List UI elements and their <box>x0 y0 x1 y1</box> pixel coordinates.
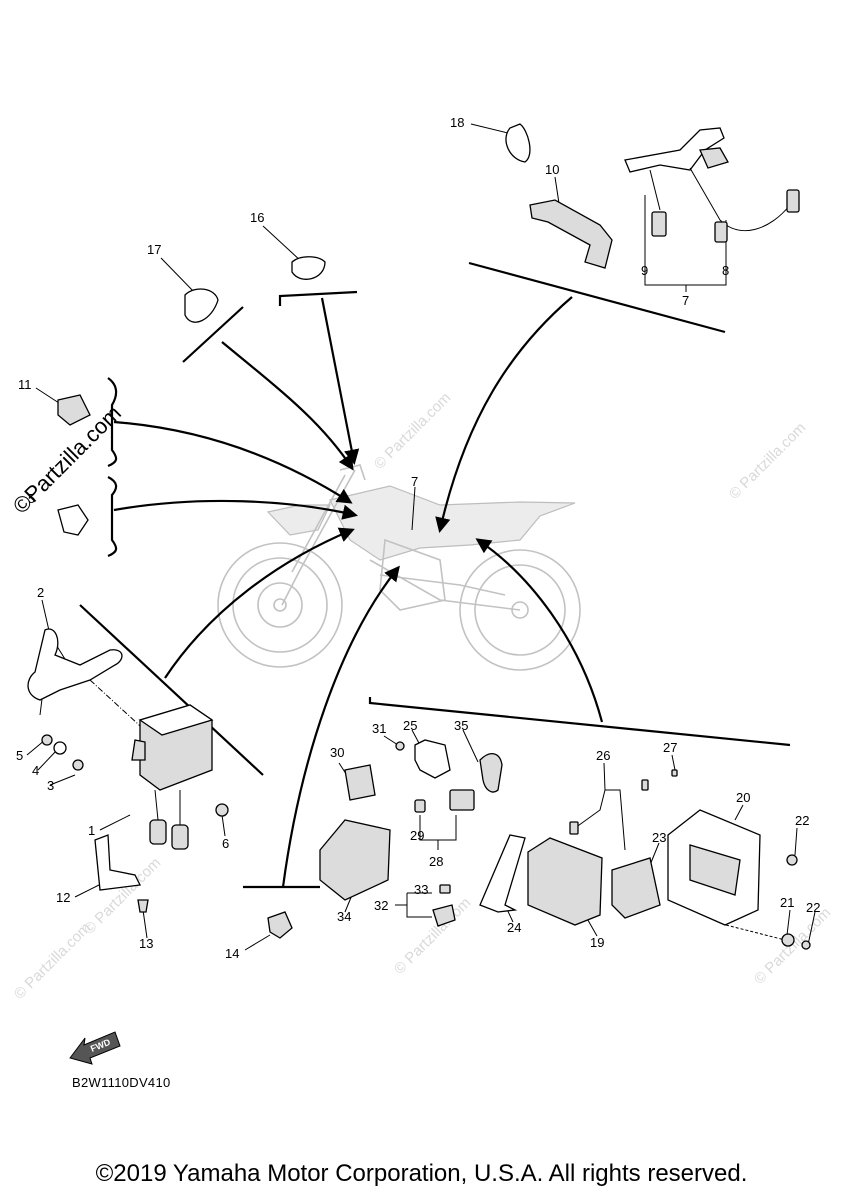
callout-label: 34 <box>337 909 351 924</box>
callout-label: 29 <box>410 828 424 843</box>
callout-label: 17 <box>147 242 161 257</box>
callout-label: 8 <box>722 263 729 278</box>
callout-label: 5 <box>28 491 35 506</box>
callout-label: 24 <box>507 920 521 935</box>
callout-label: 2 <box>37 585 44 600</box>
callout-labels: 1 2 3 4 5 5 6 7 7 8 9 10 11 12 13 14 16 … <box>16 115 820 961</box>
watermark-tile: © Partzilla.com <box>11 919 94 1002</box>
callout-label: 4 <box>32 763 39 778</box>
part-sketches <box>27 123 811 950</box>
watermark-tile: © Partzilla.com <box>81 854 164 937</box>
watermark-tile: © Partzilla.com <box>726 419 809 502</box>
motorcycle-illustration <box>217 464 581 671</box>
callout-label: 33 <box>414 882 428 897</box>
callout-label: 21 <box>780 895 794 910</box>
callout-label: 14 <box>225 946 239 961</box>
callout-label: 23 <box>652 830 666 845</box>
callout-label: 6 <box>222 836 229 851</box>
watermark-tile: © Partzilla.com <box>391 894 474 977</box>
callout-label: 25 <box>403 718 417 733</box>
callout-label: 5 <box>16 748 23 763</box>
callout-label: 16 <box>250 210 264 225</box>
callout-label: 20 <box>736 790 750 805</box>
callout-label: 35 <box>454 718 468 733</box>
callout-label: 13 <box>139 936 153 951</box>
watermark-tile: © Partzilla.com <box>751 904 834 987</box>
callout-label: 12 <box>56 890 70 905</box>
callout-label: 11 <box>18 377 32 392</box>
copyright-notice: ©2019 Yamaha Motor Corporation, U.S.A. A… <box>95 1160 748 1187</box>
callout-label: 30 <box>330 745 344 760</box>
callout-label: 3 <box>47 778 54 793</box>
callout-label: 27 <box>663 740 677 755</box>
callout-label: 7 <box>411 474 418 489</box>
callout-label: 22 <box>795 813 809 828</box>
callout-label: 32 <box>374 898 388 913</box>
callout-label: 26 <box>596 748 610 763</box>
callout-label: 9 <box>641 263 648 278</box>
callout-label: 7 <box>682 293 689 308</box>
callout-label: 28 <box>429 854 443 869</box>
callout-label: 10 <box>545 162 559 177</box>
callout-label: 19 <box>590 935 604 950</box>
callout-label: 22 <box>806 900 820 915</box>
callout-label: 18 <box>450 115 464 130</box>
diagram-code: B2W1110DV410 <box>72 1075 171 1090</box>
callout-label: 31 <box>372 721 386 736</box>
watermark-tile: © Partzilla.com <box>371 389 454 472</box>
fwd-arrow-icon: FWD <box>69 1031 121 1065</box>
callout-label: 1 <box>88 823 95 838</box>
